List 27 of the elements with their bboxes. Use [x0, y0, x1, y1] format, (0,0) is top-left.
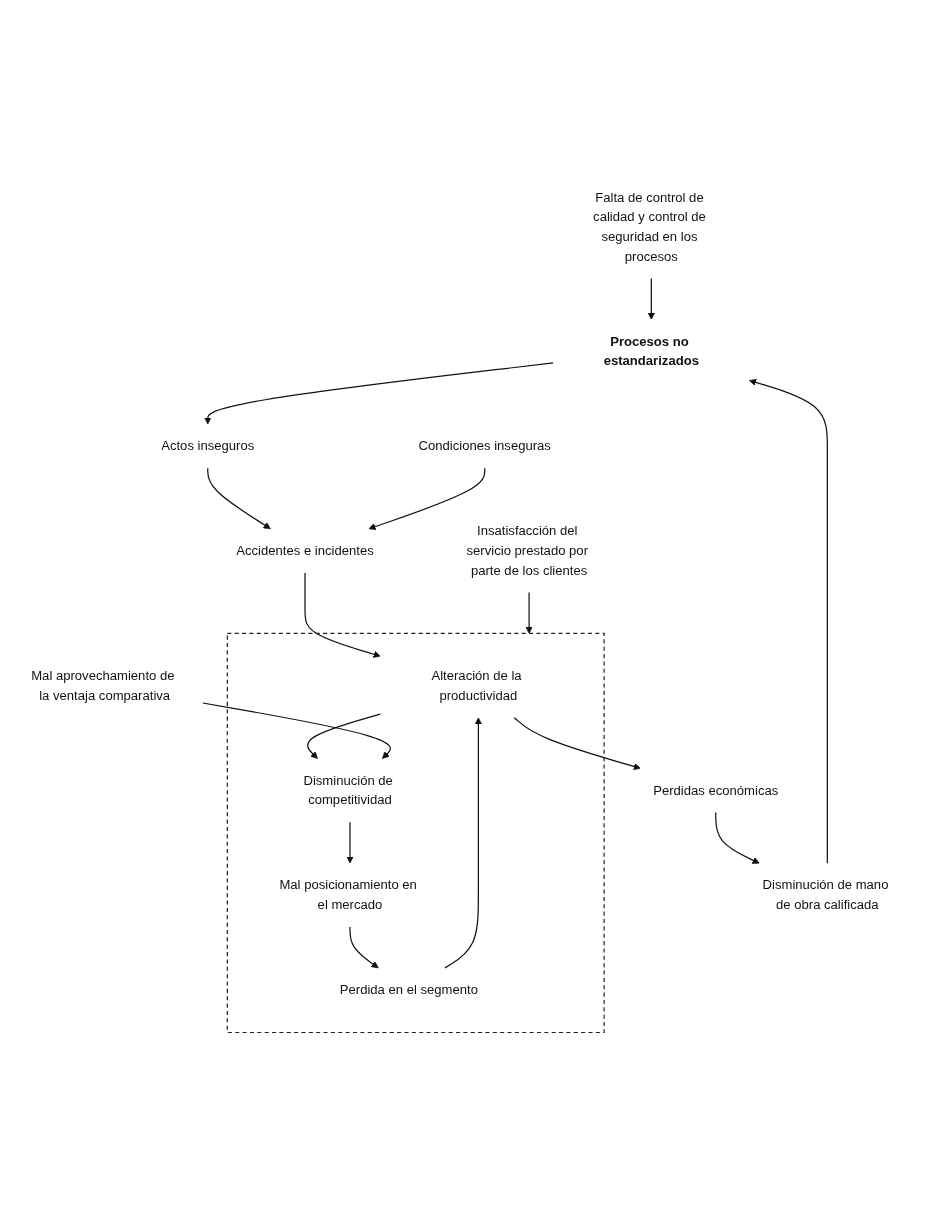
cluster	[226, 633, 605, 1034]
arrow	[368, 468, 486, 531]
arrow	[307, 713, 381, 760]
node-text: Mal aprovechamiento de la ventaja comparativa	[31, 669, 175, 703]
arrow	[715, 812, 760, 865]
arrow	[349, 926, 379, 969]
arrow	[525, 592, 533, 635]
node-text: Perdidas económicas	[653, 783, 779, 798]
arrow	[647, 278, 655, 321]
node-text: Condiciones inseguras	[418, 439, 551, 454]
arrow	[207, 468, 271, 530]
node-text: Disminución de competitividad	[303, 773, 393, 808]
arrow	[202, 702, 391, 760]
node-text: Procesos no estandarizados	[603, 334, 699, 369]
node-text: Alteración de la productividad	[431, 669, 522, 703]
arrow	[749, 379, 828, 865]
node-text: Falta de control de calidad y control de seguridad en los procesos	[593, 190, 706, 264]
arrow	[513, 717, 641, 771]
arrow	[444, 717, 482, 969]
node-text: Accidentes e incidentes	[236, 543, 374, 558]
arrow	[204, 362, 554, 425]
node-text: Perdida en el segmento	[339, 983, 478, 997]
node-text: Actos inseguros	[161, 439, 255, 454]
node-text: Disminución de mano de obra calificada	[762, 878, 889, 912]
node-text: Insatisfacción del servicio prestado por parte de los clientes	[466, 524, 588, 578]
node-text: Mal posicionamiento en el mercado	[279, 878, 417, 912]
arrow	[304, 572, 381, 659]
